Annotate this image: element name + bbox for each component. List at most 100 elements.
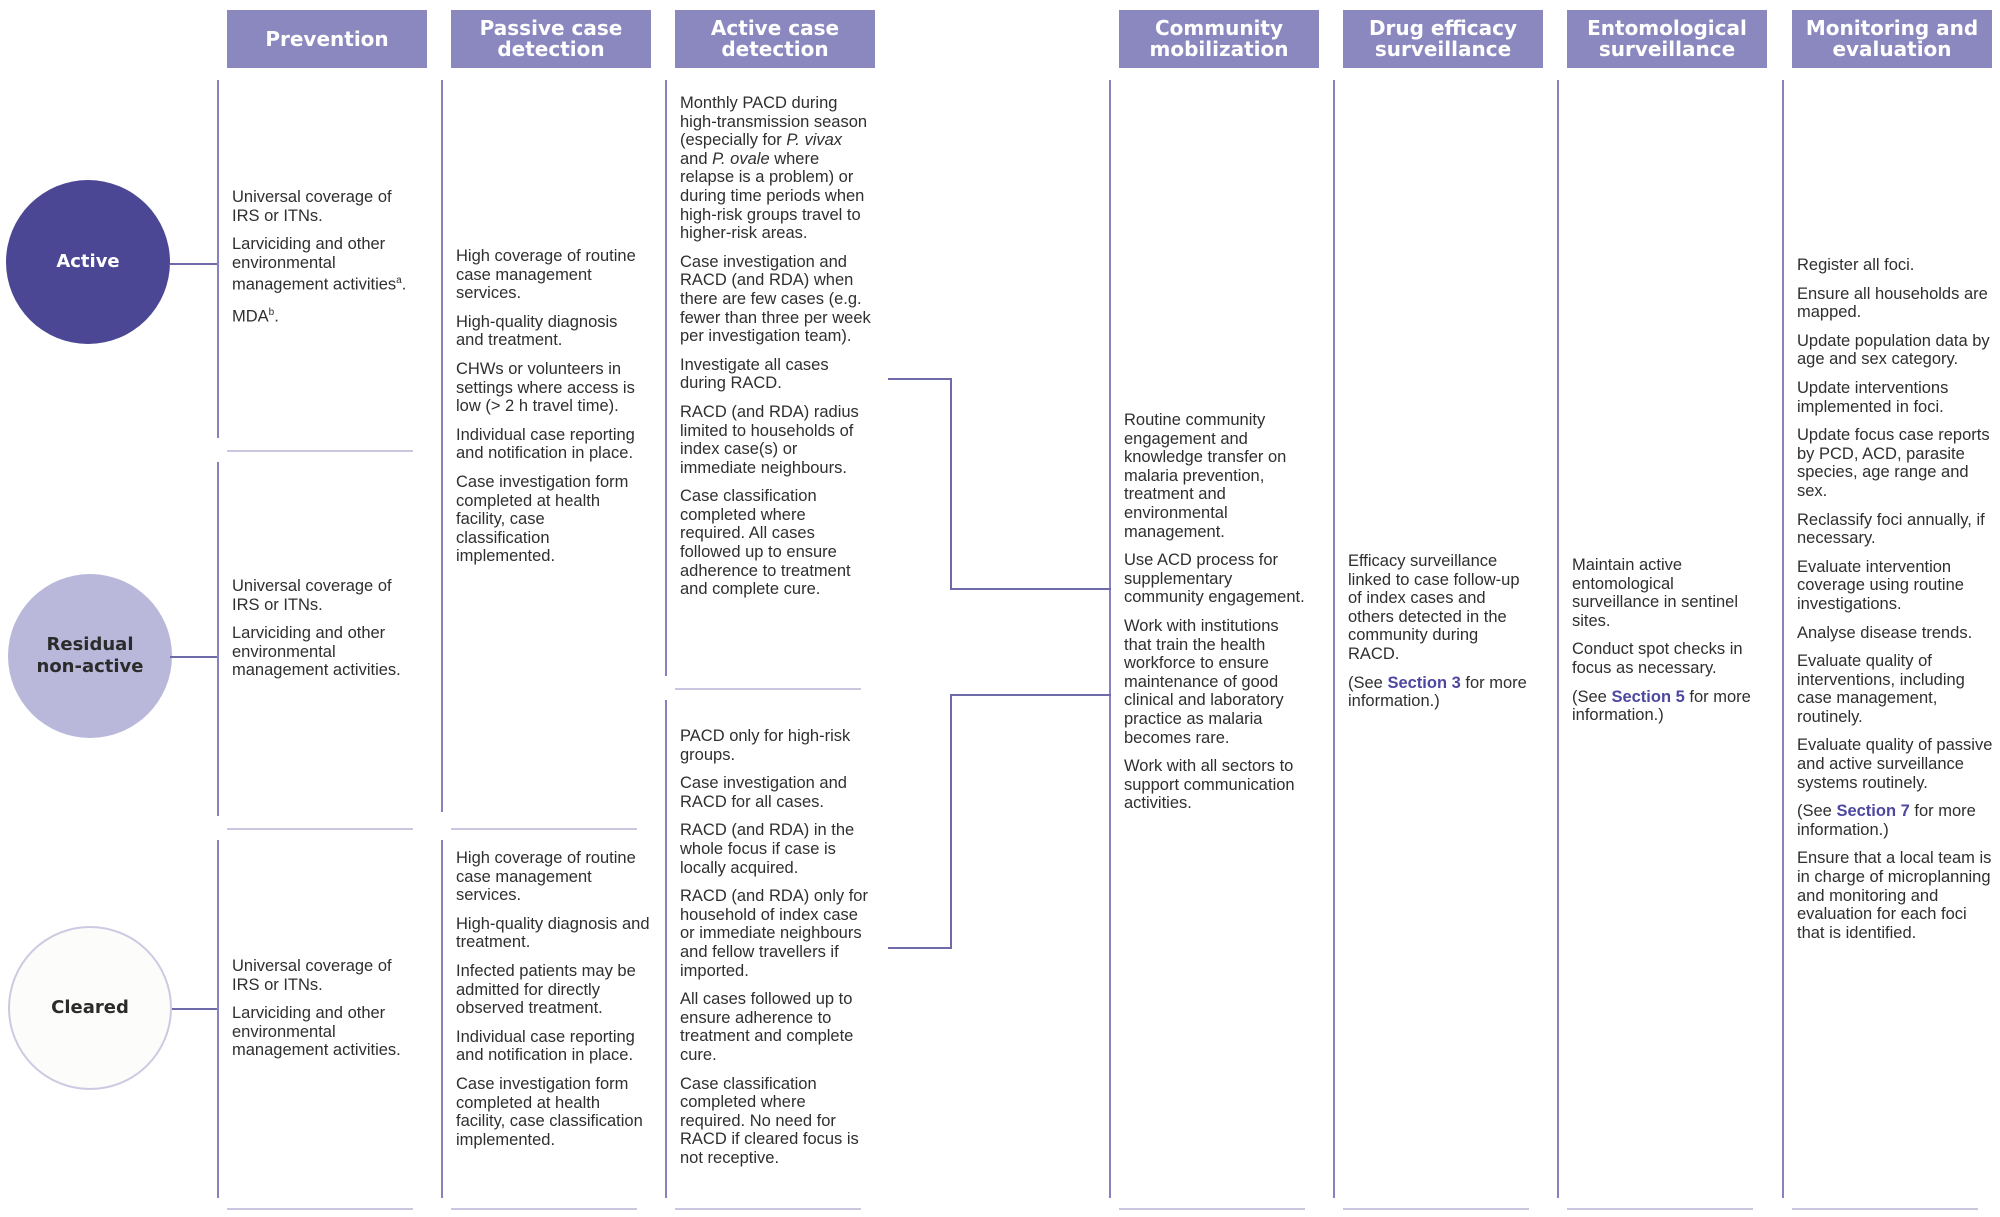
- reference-text: (See: [1572, 687, 1607, 706]
- section-3-link[interactable]: Section 3: [1387, 673, 1461, 692]
- passive-item: High-quality diagnosis and treatment.: [456, 914, 650, 952]
- active-detection-item: RACD (and RDA) only for household of ind…: [680, 887, 868, 980]
- bracket-lower-join: [950, 694, 1111, 696]
- prevention-cleared-item: Larviciding and other environmental mana…: [232, 1004, 401, 1060]
- community-item: Routine community engagement and knowled…: [1124, 411, 1287, 541]
- bracket-upper-vertical: [950, 378, 952, 590]
- prevention-residual-item: Universal coverage of IRS or ITNs.: [232, 577, 392, 614]
- passive-item: High coverage of routine case management…: [456, 247, 636, 303]
- section-5-link[interactable]: Section 5: [1611, 687, 1685, 706]
- community-item: Work with institutions that train the he…: [1124, 616, 1284, 747]
- monitoring-item: Analyse disease trends.: [1797, 623, 1973, 642]
- passive-item: Individual case reporting and notificati…: [456, 1027, 635, 1065]
- reference-text: (See: [1797, 802, 1832, 821]
- passive-divider: [451, 828, 637, 830]
- prevention-active-item-text: MDA: [232, 307, 269, 326]
- species-name: P. ovale: [712, 149, 770, 168]
- passive-item: High-quality diagnosis and treatment.: [456, 312, 618, 350]
- active-upper-rule: [665, 80, 667, 676]
- community-bottom-rule: [1119, 1208, 1305, 1210]
- community-item: Work with all sectors to support communi…: [1124, 757, 1295, 813]
- header-entomological-surveillance: Entomological surveillance: [1567, 10, 1767, 68]
- reference-text: for more information.): [1797, 802, 1976, 839]
- monitoring-item: Update interventions implemented in foci…: [1797, 378, 1949, 416]
- monitoring-item: Evaluate quality of passive and active s…: [1797, 736, 1993, 792]
- active-detection-upper-cell: Monthly PACD during high-transmission se…: [680, 94, 874, 609]
- bracket-upper-arm: [888, 378, 952, 380]
- passive-active-residual-cell: High coverage of routine case management…: [456, 247, 636, 576]
- monitoring-reference: (See Section 7 for more information.): [1797, 802, 1995, 839]
- passive-item: High coverage of routine case management…: [456, 849, 636, 905]
- reference-text: for more information.): [1572, 687, 1751, 725]
- prevention-active-item: Larviciding and other environmental mana…: [232, 235, 407, 294]
- active-detection-item: Case investigation and RACD for all case…: [680, 774, 847, 811]
- header-passive-case-detection: Passive case detection: [451, 10, 651, 68]
- active-detection-item: Case classification completed where requ…: [680, 487, 851, 599]
- monitoring-evaluation-cell: Register all foci. Ensure all households…: [1797, 256, 1995, 952]
- prevention-divider-2: [227, 828, 413, 830]
- prevention-residual-item: Larviciding and other environmental mana…: [232, 624, 401, 680]
- header-monitoring-and-evaluation: Monitoring and evaluation: [1792, 10, 1992, 68]
- drug-efficacy-item: Efficacy surveillance linked to case fol…: [1348, 552, 1520, 663]
- header-community-mobilization: Community mobilization: [1119, 10, 1319, 68]
- prevention-active-cell: Universal coverage of IRS or ITNs. Larvi…: [232, 188, 412, 337]
- section-7-link[interactable]: Section 7: [1836, 802, 1910, 821]
- passive-cleared-cell: High coverage of routine case management…: [456, 849, 652, 1159]
- community-mobilization-cell: Routine community engagement and knowled…: [1124, 411, 1308, 823]
- focus-residual-circle: Residual non-active: [8, 574, 172, 738]
- passive-item: Individual case reporting and notificati…: [456, 425, 635, 463]
- bracket-upper-join: [950, 588, 1111, 590]
- focus-cleared-label: Cleared: [51, 997, 129, 1018]
- reference-text: for more information.): [1348, 673, 1527, 711]
- entomological-item: Maintain active entomological surveillan…: [1572, 556, 1739, 630]
- header-active-case-detection: Active case detection: [675, 10, 875, 68]
- passive-lower-rule: [441, 840, 443, 1198]
- prevention-divider-1: [227, 450, 413, 452]
- species-name: P. vivax: [786, 131, 843, 150]
- active-lower-rule: [665, 700, 667, 1198]
- monitoring-bottom-rule: [1792, 1208, 1978, 1210]
- monitoring-item: Reclassify foci annually, if necessary.: [1797, 510, 1985, 548]
- focus-active-label: Active: [56, 251, 120, 272]
- prevention-residual-rule: [217, 462, 219, 816]
- reference-text: (See: [1348, 673, 1383, 692]
- monitoring-item: Ensure that a local team is in charge of…: [1797, 849, 1992, 942]
- active-detection-item: Monthly PACD during high-transmission se…: [680, 94, 874, 243]
- active-detection-lower-cell: PACD only for high-risk groups. Case inv…: [680, 727, 874, 1177]
- passive-item: Case investigation form completed at hea…: [456, 472, 629, 566]
- active-detection-item: RACD (and RDA) radius limited to househo…: [680, 402, 859, 477]
- monitoring-item: Update focus case reports by PCD, ACD, p…: [1797, 426, 1990, 500]
- active-detection-item: All cases followed up to ensure adherenc…: [680, 990, 854, 1064]
- drug-efficacy-reference: (See Section 3 for more information.): [1348, 674, 1528, 711]
- monitoring-rule: [1782, 80, 1784, 1198]
- active-detection-item: RACD (and RDA) in the whole focus if cas…: [680, 821, 855, 877]
- passive-item: Infected patients may be admitted for di…: [456, 961, 636, 1018]
- bracket-lower-vertical: [950, 694, 952, 949]
- active-detection-item: Investigate all cases during RACD.: [680, 355, 829, 393]
- monitoring-item: Update population data by age and sex ca…: [1797, 331, 1990, 369]
- drug-bottom-rule: [1343, 1208, 1529, 1210]
- active-divider: [675, 688, 861, 690]
- active-detection-text: Monthly PACD during high-transmission se…: [680, 94, 868, 150]
- entomological-reference: (See Section 5 for more information.): [1572, 688, 1752, 725]
- prevention-residual-cell: Universal coverage of IRS or ITNs. Larvi…: [232, 577, 412, 690]
- entomological-item: Conduct spot checks in focus as necessar…: [1572, 640, 1743, 677]
- drug-rule: [1333, 80, 1335, 1198]
- prevention-cleared-item: Universal coverage of IRS or ITNs.: [232, 957, 392, 994]
- monitoring-item: Register all foci.: [1797, 256, 1915, 274]
- prevention-cleared-cell: Universal coverage of IRS or ITNs. Larvi…: [232, 957, 412, 1070]
- monitoring-item: Ensure all households are mapped.: [1797, 284, 1988, 322]
- prevention-bottom-rule: [227, 1208, 413, 1210]
- connector-residual: [170, 656, 218, 658]
- entomological-cell: Maintain active entomological surveillan…: [1572, 556, 1752, 735]
- passive-item: CHWs or volunteers in settings where acc…: [456, 359, 635, 416]
- prevention-active-item: Universal coverage of IRS or ITNs.: [232, 188, 392, 225]
- prevention-active-item-text: Larviciding and other environmental mana…: [232, 235, 397, 294]
- drug-efficacy-cell: Efficacy surveillance linked to case fol…: [1348, 552, 1528, 721]
- monitoring-item: Evaluate quality of interventions, inclu…: [1797, 652, 1965, 726]
- header-drug-efficacy-surveillance: Drug efficacy surveillance: [1343, 10, 1543, 68]
- prevention-active-item: MDAb.: [232, 307, 279, 326]
- community-rule: [1109, 80, 1111, 1198]
- entomological-bottom-rule: [1567, 1208, 1753, 1210]
- entomological-rule: [1557, 80, 1559, 1198]
